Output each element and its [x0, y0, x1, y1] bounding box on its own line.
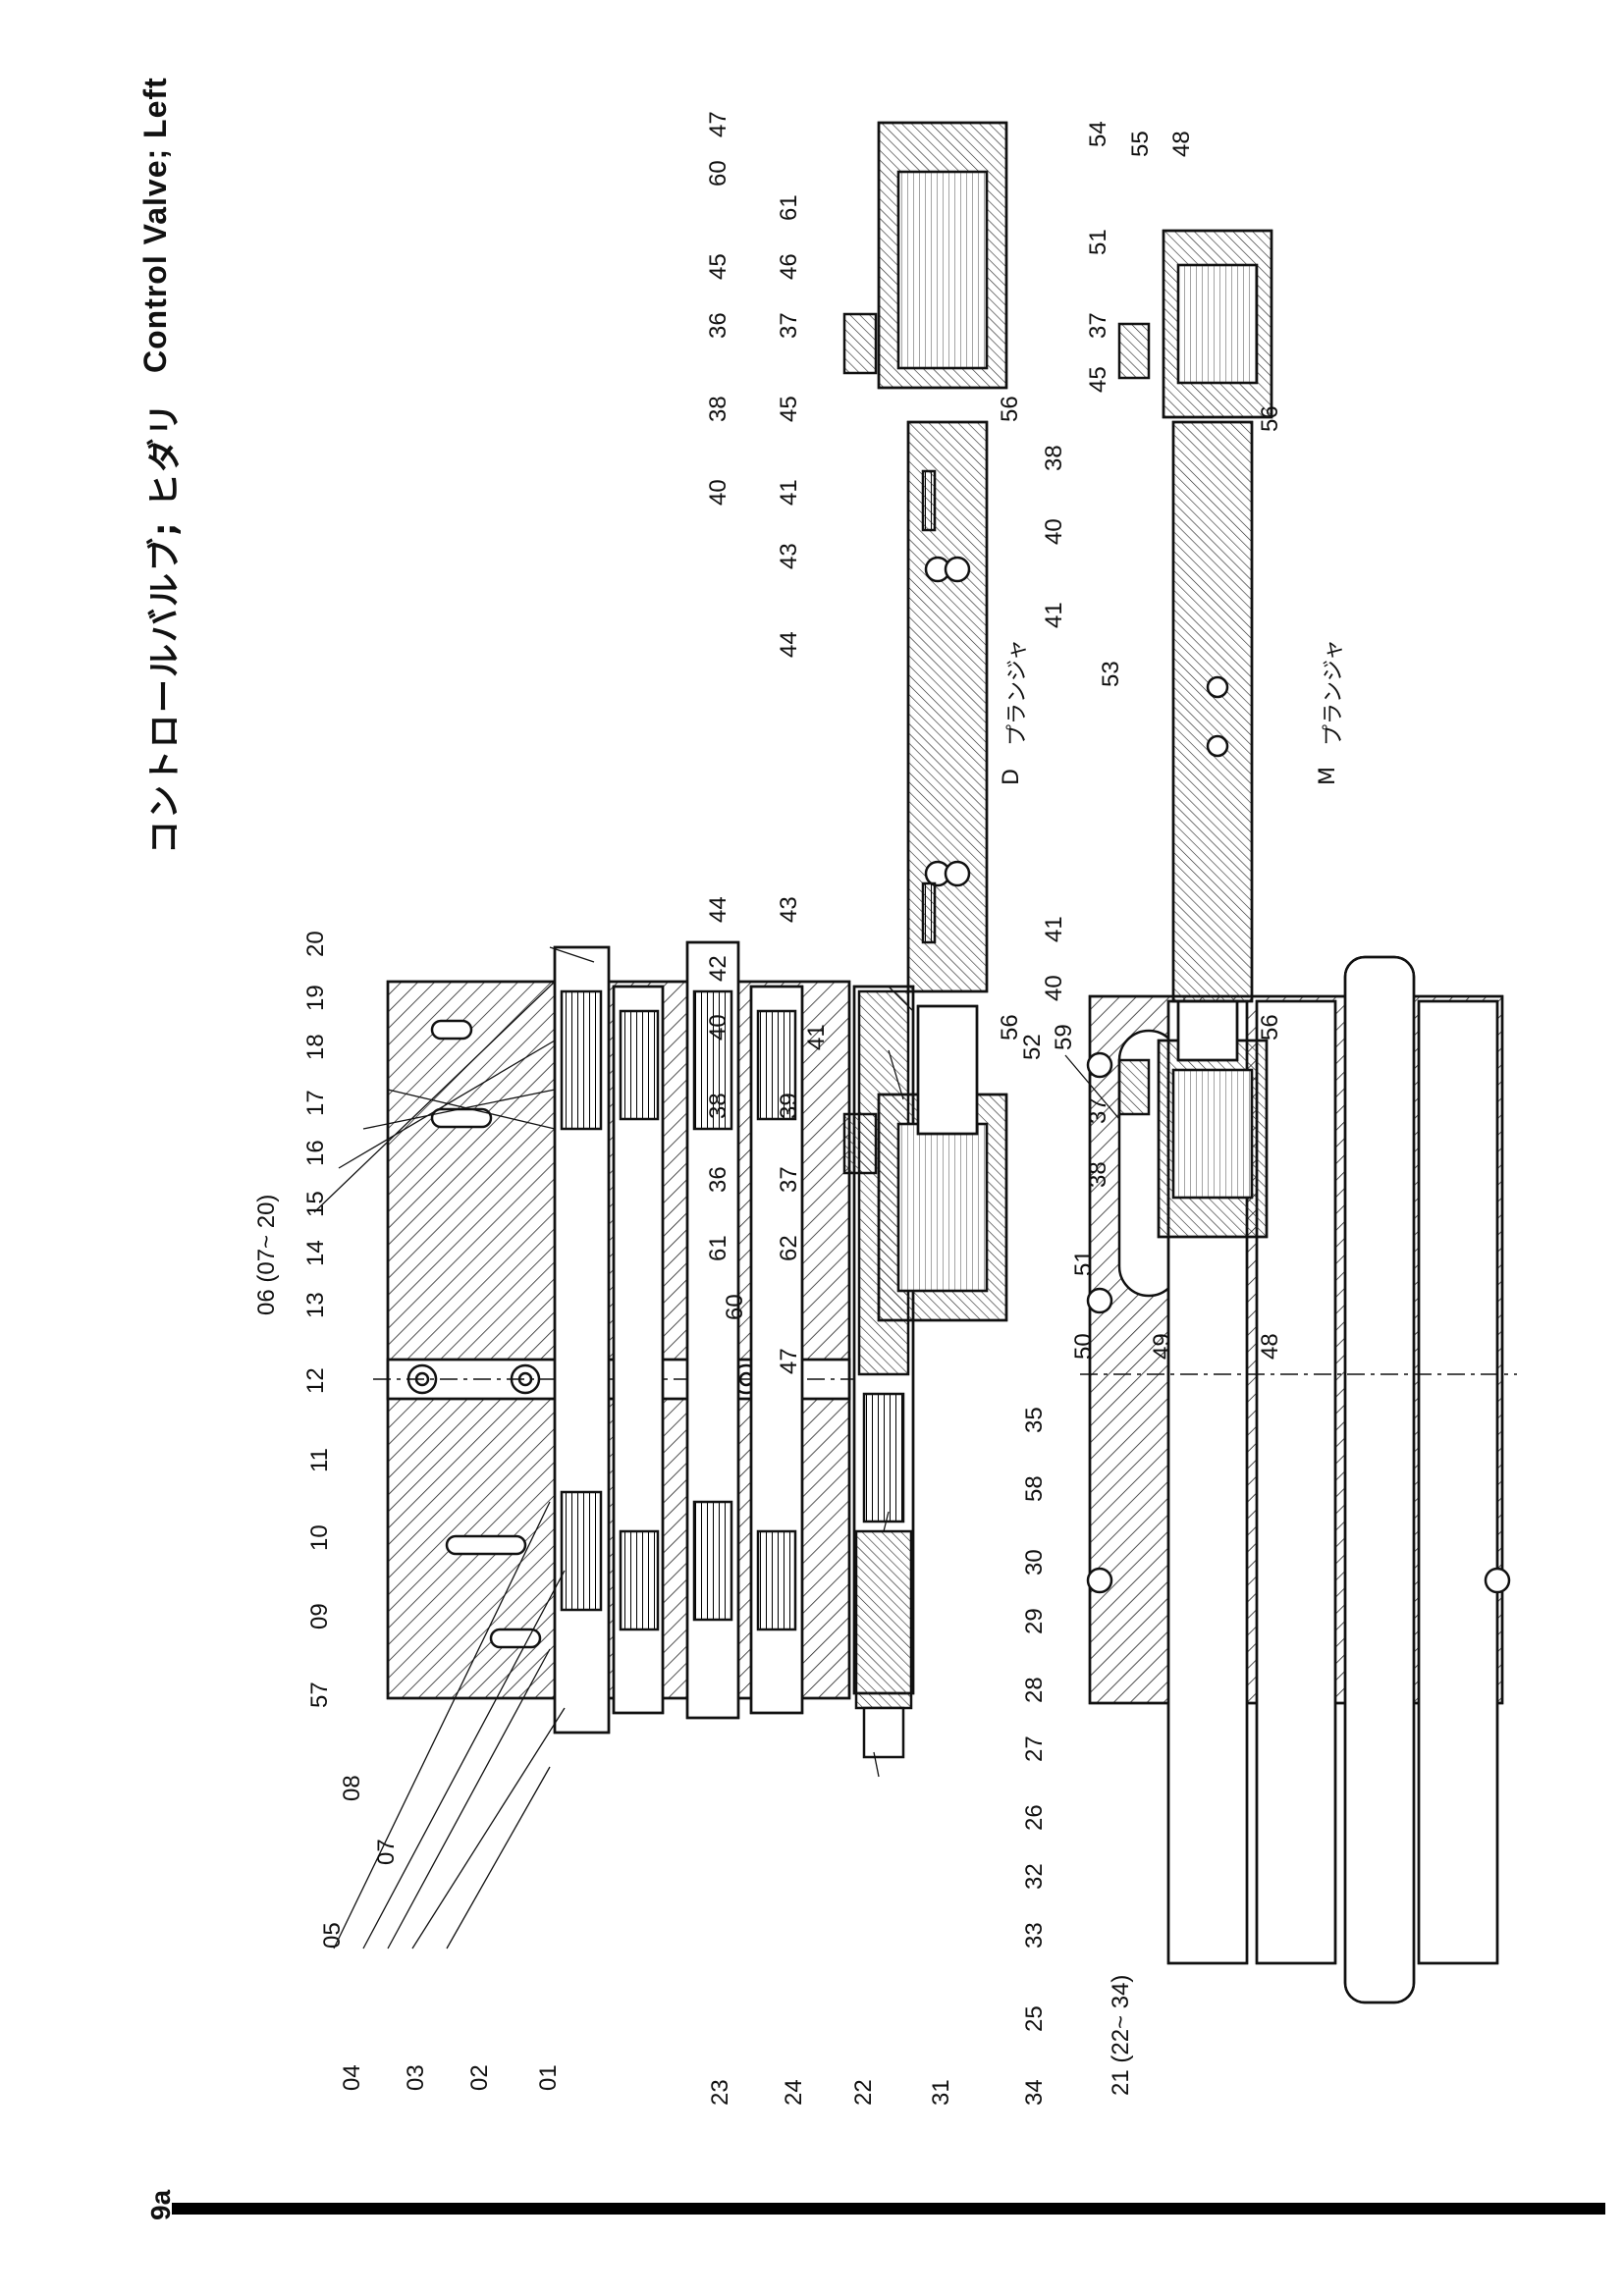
callout-label: 32 [1021, 1863, 1048, 1890]
callout-label: 20 [302, 931, 329, 957]
callout-label: 47 [776, 1348, 802, 1374]
callout-label: 30 [1021, 1549, 1048, 1575]
callout-label: 39 [776, 1093, 802, 1119]
callout-label: 09 [306, 1603, 333, 1629]
callout-label: 03 [403, 2064, 429, 2091]
callout-label: 56 [1257, 405, 1283, 432]
callout-label: 12 [302, 1367, 329, 1394]
callout-label: 31 [928, 2079, 954, 2106]
callout-label: 28 [1021, 1677, 1048, 1703]
callout-label: 61 [705, 1235, 731, 1261]
callout-label: 11 [306, 1448, 333, 1472]
callout-label: 45 [705, 253, 731, 280]
callout-label: 42 [705, 955, 731, 982]
callout-label: 01 [535, 2064, 562, 2091]
callout-label: 41 [803, 1024, 830, 1050]
m-plunger-assembly [1117, 229, 1273, 1239]
page-footer-rule [172, 2203, 1605, 2215]
callout-label: 55 [1127, 131, 1154, 157]
callout-label: 15 [302, 1191, 329, 1217]
callout-label: 29 [1021, 1608, 1048, 1634]
callout-label: 57 [306, 1682, 333, 1708]
callout-label: 14 [302, 1240, 329, 1266]
callout-label: 40 [1041, 518, 1067, 545]
callout-label: 44 [705, 896, 731, 923]
callout-label: 26 [1021, 1804, 1048, 1831]
callout-label: 46 [776, 253, 802, 280]
callout-label: 17 [302, 1090, 329, 1116]
callout-label: 56 [1257, 1014, 1283, 1041]
callout-label: 43 [776, 896, 802, 923]
callout-label: 16 [302, 1140, 329, 1166]
callout-label: 53 [1098, 661, 1124, 687]
callout-label: 08 [339, 1775, 365, 1801]
callout-label: 18 [302, 1034, 329, 1060]
callout-label: 51 [1070, 1250, 1097, 1276]
callout-label: 38 [1085, 1161, 1111, 1188]
callout-label: 02 [466, 2064, 493, 2091]
callout-label: 37 [1085, 312, 1111, 339]
callout-label: 38 [705, 396, 731, 422]
callout-label: 56 [997, 396, 1023, 422]
callout-label: 37 [1085, 1097, 1111, 1124]
callout-label: 10 [306, 1524, 333, 1551]
callout-label: 04 [339, 2064, 365, 2091]
callout-label: 07 [373, 1839, 400, 1865]
callout-label: 38 [1041, 445, 1067, 471]
callout-label: 45 [1085, 366, 1111, 393]
callout-label: 24 [781, 2079, 807, 2106]
callout-label: 44 [776, 631, 802, 658]
callout-label: 60 [705, 160, 731, 187]
callout-label: 21 (22~ 34) [1108, 1974, 1134, 2096]
callout-label: 52 [1019, 1034, 1046, 1060]
callout-label: 41 [1041, 602, 1067, 628]
callout-label: 48 [1257, 1333, 1283, 1360]
callout-label: 35 [1021, 1407, 1048, 1433]
callout-label: 40 [705, 1014, 731, 1041]
callout-label: 37 [776, 1166, 802, 1193]
callout-label: 43 [776, 543, 802, 569]
callout-label: 51 [1085, 229, 1111, 255]
callout-label: 34 [1021, 2079, 1048, 2106]
callout-label: 47 [705, 111, 731, 137]
callout-label: 48 [1168, 131, 1195, 157]
callout-leaders [313, 946, 1120, 1949]
callout-label: 59 [1051, 1024, 1077, 1050]
callout-label: 40 [705, 479, 731, 506]
callout-label: 40 [1041, 975, 1067, 1001]
callout-label: 22 [850, 2079, 877, 2106]
callout-label: 19 [302, 985, 329, 1011]
callout-label: 38 [705, 1093, 731, 1119]
callout-label: 41 [776, 479, 802, 506]
callout-label: 37 [776, 312, 802, 339]
callout-label: 36 [705, 1166, 731, 1193]
callout-label: 45 [776, 396, 802, 422]
callout-label: 60 [722, 1294, 748, 1320]
callout-label: 62 [776, 1235, 802, 1261]
callout-label: 50 [1070, 1333, 1097, 1360]
valve-body-section [373, 940, 915, 1759]
callout-label: 54 [1085, 121, 1111, 147]
callout-label: 36 [705, 312, 731, 339]
callout-label: 58 [1021, 1475, 1048, 1502]
callout-label: 23 [707, 2079, 733, 2106]
callout-label: 41 [1041, 916, 1067, 942]
callout-label: 49 [1149, 1333, 1175, 1360]
callout-label: 25 [1021, 2005, 1048, 2032]
callout-label: 61 [776, 194, 802, 221]
callout-label: 13 [302, 1292, 329, 1318]
assembly-note: 06 (07~ 20) [253, 1194, 280, 1315]
callout-label: 33 [1021, 1922, 1048, 1949]
valve-end-view [1080, 955, 1517, 2004]
d-plunger-assembly [842, 121, 1008, 1322]
callout-label: 05 [319, 1922, 346, 1949]
callout-label: 27 [1021, 1735, 1048, 1762]
